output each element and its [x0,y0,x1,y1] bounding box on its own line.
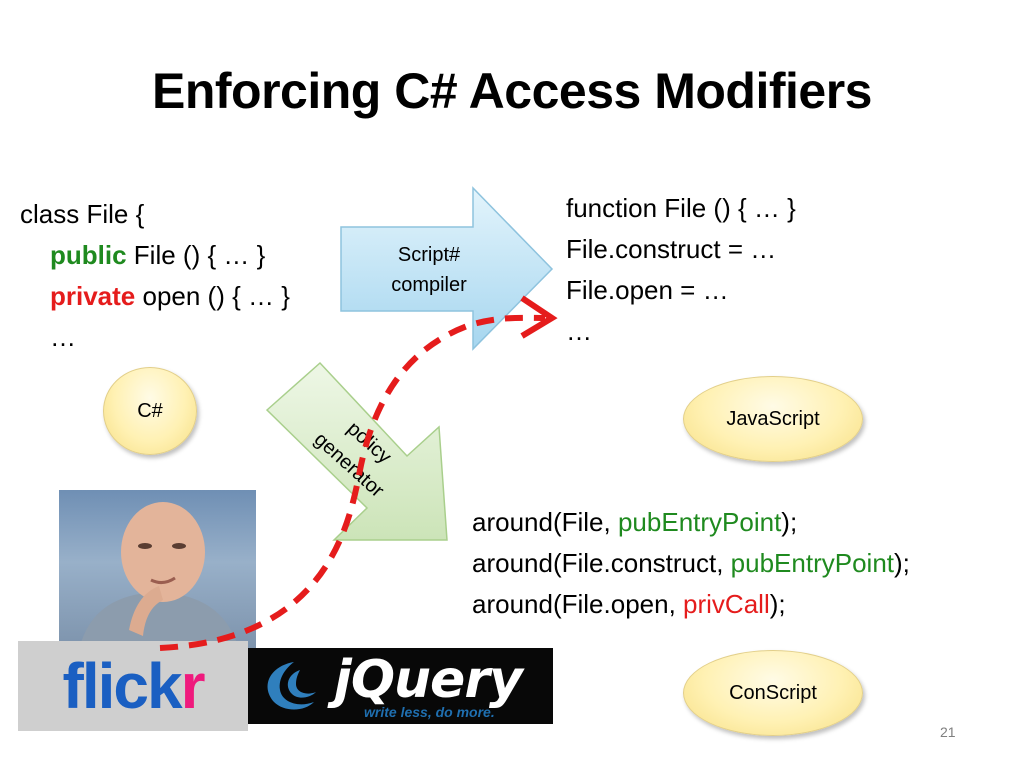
conscript-oval: ConScript [683,650,863,736]
slide-title: Enforcing C# Access Modifiers [152,63,872,119]
js-line-2: File.construct = … [566,234,777,264]
conscript-line-3-prefix: around(File.open, [472,589,684,619]
compiler-arrow-shape [340,186,554,351]
javascript-label: JavaScript [726,407,820,430]
jquery-wordmark: jQuery [334,650,523,710]
public-member: File () { … } [126,240,266,270]
slide-number: 21 [940,724,956,740]
public-keyword: public [50,240,127,270]
csharp-oval: C# [103,367,197,455]
person-photo [59,490,256,650]
conscript-line-1: around(File, pubEntryPoint); [472,502,910,543]
compiler-arrow [340,186,554,351]
csharp-ellipsis: … [50,322,76,352]
priv-call: privCall [683,589,770,619]
conscript-label: ConScript [729,681,817,704]
jquery-tagline: write less, do more. [364,704,495,720]
flickr-logo-blue: flick [62,650,183,722]
javascript-oval: JavaScript [683,376,863,462]
conscript-line-1-prefix: around(File, [472,507,618,537]
flickr-logo-pink: r [180,650,206,722]
csharp-class-line: class File { [20,199,145,229]
js-line-3: File.open = … [566,275,729,305]
conscript-line-2: around(File.construct, pubEntryPoint); [472,543,910,584]
person-illustration [79,502,239,650]
js-line-4: … [566,316,592,346]
csharp-public-line: public File () { … } [20,235,290,276]
pub-entry-point-1: pubEntryPoint [617,507,782,537]
csharp-private-line: private open () { … } [20,276,290,317]
private-keyword: private [50,281,136,311]
compiler-label-line2: compiler [391,274,467,296]
pub-entry-point-2: pubEntryPoint [730,548,894,578]
conscript-line-3-suffix: ); [769,589,786,619]
compiler-arrow-label: Script# compiler [346,240,512,300]
jquery-swirl-icon [267,662,316,710]
compiler-label-line1: Script# [397,244,461,266]
csharp-code: class File { public File () { … } privat… [20,194,290,358]
javascript-code: function File () { … } File.construct = … [566,188,796,352]
conscript-code: around(File, pubEntryPoint); around(File… [472,502,910,625]
private-member: open () { … } [135,281,290,311]
jquery-logo: jQuery write less, do more. [248,648,553,724]
conscript-line-3: around(File.open, privCall); [472,584,910,625]
csharp-label: C# [137,399,163,422]
conscript-line-2-prefix: around(File.construct, [472,548,731,578]
conscript-line-2-suffix: ); [894,548,910,578]
conscript-line-1-suffix: ); [781,507,798,537]
js-line-1: function File () { … } [566,193,796,223]
